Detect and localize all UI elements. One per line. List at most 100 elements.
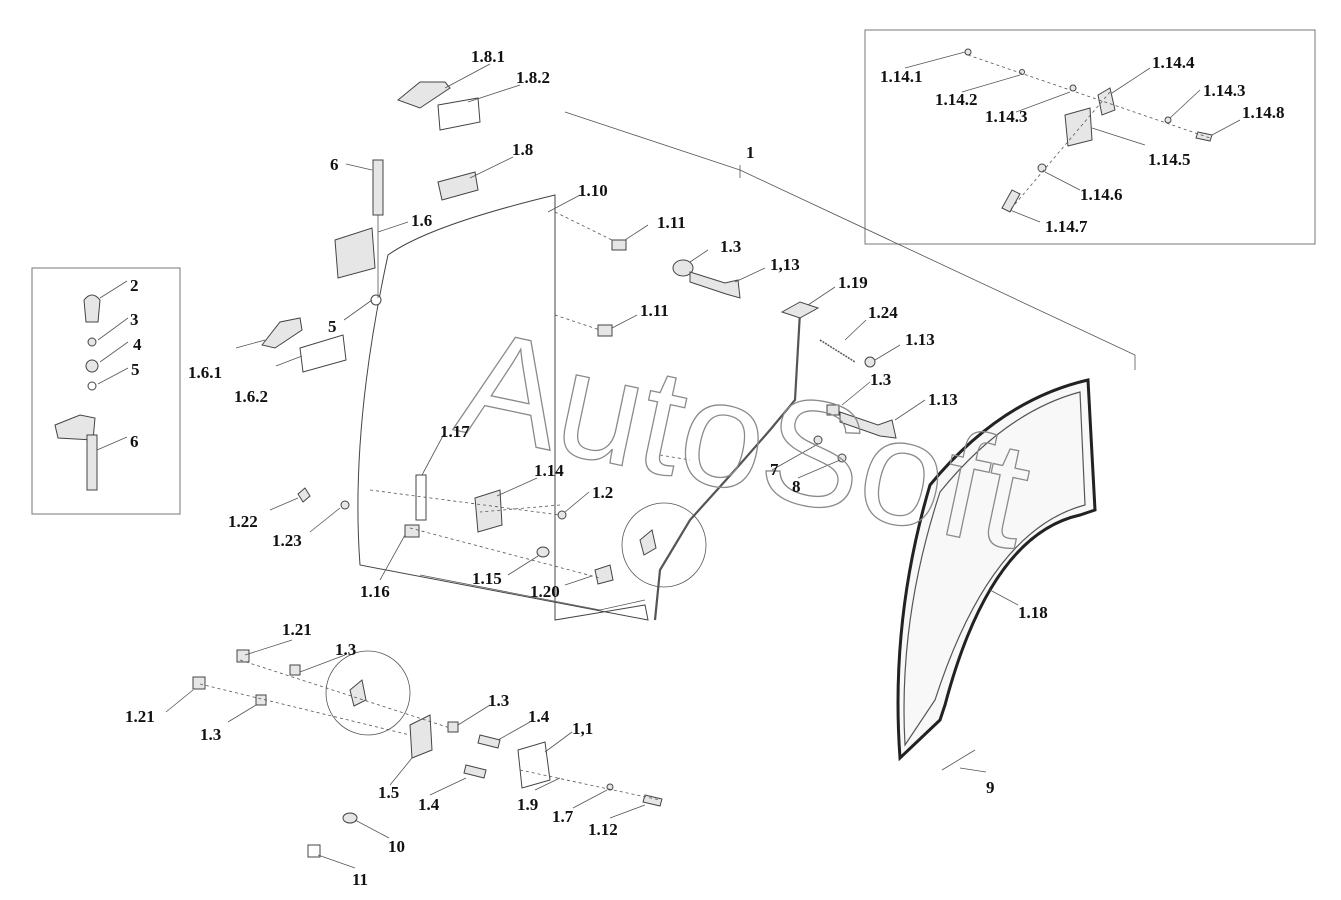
label-1-6-1: 1.6.1 [188,363,222,382]
label-1-10: 1.10 [578,181,608,200]
label-1-8: 1.8 [512,140,533,159]
part-9 [941,749,976,771]
label-1-19: 1.19 [838,273,868,292]
label-1: 1 [746,143,755,162]
label-2: 2 [130,276,139,295]
lock-bracket-1-5 [409,714,433,759]
label-11: 11 [352,870,368,889]
label-1-3-lower-c: 1.3 [488,691,509,710]
striker-1-1 [517,741,551,789]
label-1-17: 1.17 [440,422,470,441]
bolt-1-4-upper [477,734,501,749]
handle-rod [653,311,802,621]
magnifier-bracket-lower [349,679,367,707]
label-1-5: 1.5 [378,783,399,802]
latch-part-1-14-3b [1164,116,1172,124]
label-1-13-mid: 1.13 [905,330,935,349]
label-1-4-lower: 1.4 [418,795,440,814]
nut-1-13-mid [864,356,876,368]
label-6-upper: 6 [330,155,339,174]
label-1-21-upper: 1.21 [282,620,312,639]
pad-1-11-upper [611,239,627,251]
door-panel [357,194,649,621]
label-1-18: 1.18 [1018,603,1048,622]
label-1-3-mid: 1.3 [870,370,891,389]
screw-1-12 [642,794,663,807]
label-1-3-lower-a: 1.3 [335,640,356,659]
upper-hinge-1-8-1 [397,81,451,109]
label-1-24: 1.24 [868,303,898,322]
label-4: 4 [133,335,142,354]
label-1-8-1: 1.8.1 [471,47,505,66]
label-1-14-6: 1.14.6 [1080,185,1123,204]
door-top-edge [564,111,1136,370]
label-1-8-2: 1.8.2 [516,68,550,87]
label-1-15: 1.15 [472,569,502,588]
latch-part-1-14-8 [1195,131,1213,142]
magnifier-circle-upper [621,502,707,588]
hinge-plate-1-6-2 [299,334,347,373]
washer-1-7 [606,783,614,791]
lock-1-14 [474,489,503,533]
washer-1-3-mid [826,404,840,416]
washer-1-3-lower-c [447,721,459,733]
label-1-11-upper: 1.11 [657,213,686,232]
label-1-3-lower-b: 1.3 [200,725,221,744]
leader-lines [96,51,1241,869]
latch-part-1-14-6 [1037,163,1047,173]
label-1-3-upper: 1.3 [720,237,741,256]
handle-top [780,301,820,319]
bolt-1-20 [594,564,614,585]
plate-11 [307,844,321,858]
label-1-23: 1.23 [272,531,302,550]
label-7: 7 [770,460,779,479]
latch-part-1-14-2 [1019,69,1025,75]
label-1-7: 1.7 [552,807,574,826]
label-1-14-3-right: 1.14.3 [1203,81,1246,100]
bushing-1-21-lower [192,676,206,690]
label-1-14-4: 1.14.4 [1152,53,1195,72]
label-1-12: 1.12 [588,820,618,839]
label-1-9: 1.9 [517,795,538,814]
label-5-detail: 5 [131,360,140,379]
bolt-1-13-upper [689,271,741,299]
hinge-1-8 [437,171,479,201]
bolt-1-4-lower [463,764,487,779]
label-1-4-upper: 1.4 [528,707,550,726]
label-1-14-8: 1.14.8 [1242,103,1285,122]
washer-1-15 [536,546,550,558]
label-3: 3 [130,310,139,329]
hinge-1-6 [334,227,376,279]
magnifier-circle-lower [325,650,411,736]
seal-10 [342,812,358,824]
part-labels: 1 1.8.1 1.8.2 1.8 6 1.6 1.10 1.11 1.3 1,… [125,47,1285,889]
hinge-pin-6 [372,159,384,216]
plug-1-16 [404,524,420,538]
label-1-14-5: 1.14.5 [1148,150,1191,169]
label-1-6-2: 1.6.2 [234,387,268,406]
detail-frame-hinge-pin [31,267,181,515]
bolt-1-13-lower [839,411,897,439]
latch-part-1-14-4 [1097,87,1116,116]
hinge-plate-1-8-2 [437,97,481,131]
label-1-14-3-left: 1.14.3 [985,107,1028,126]
label-1-13-upper: 1,13 [770,255,800,274]
label-6-detail: 6 [130,432,139,451]
pin-6-detail [86,434,98,491]
label-1-14-2: 1.14.2 [935,90,978,109]
washer-1-23 [340,500,350,510]
label-9: 9 [986,778,995,797]
label-1-14-1: 1.14.1 [880,67,923,86]
pin-cap-2 [83,294,101,323]
label-1-14-7: 1.14.7 [1045,217,1088,236]
label-1-20: 1.20 [530,582,560,601]
label-1-1: 1,1 [572,719,593,738]
label-1-14: 1.14 [534,461,564,480]
label-10: 10 [388,837,405,856]
bushing-1-21-upper [236,649,250,663]
hinge-bracket-detail [54,414,96,441]
window-glass-inner [903,391,1086,747]
nut-1-2 [557,510,567,520]
label-1-13-lower: 1.13 [928,390,958,409]
hinge-1-6-1 [261,317,303,349]
